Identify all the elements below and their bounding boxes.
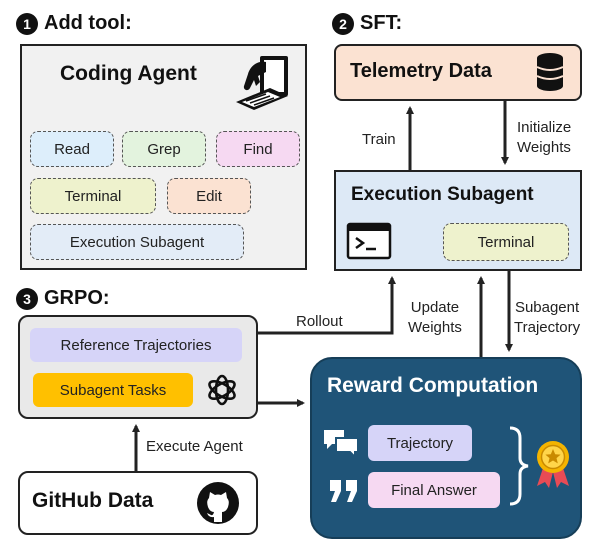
train-label: Train [362,131,396,148]
step2-heading: 2 SFT: [332,12,402,35]
tool-find: Find [216,131,300,167]
initialize-weights-label: Initialize Weights [517,119,572,156]
execution-subagent-title: Execution Subagent [351,184,534,205]
final-answer-chip: Final Answer [368,472,500,508]
coding-agent-title: Coding Agent [60,62,197,85]
step1-heading: 1 Add tool: [16,12,132,35]
step1-number: 1 [16,12,38,35]
step2-title: SFT: [360,12,403,34]
execute-agent-label: Execute Agent [146,438,243,455]
step1-title: Add tool: [44,12,132,34]
tool-grep: Grep [122,131,206,167]
subagent-terminal-chip: Terminal [443,223,569,261]
step3-heading: 3 GRPO: [16,287,110,310]
subagent-tasks-chip: Subagent Tasks [33,373,193,407]
subagent-trajectory-label: Subagent Trajectory [514,299,581,336]
github-data-title: GitHub Data [32,489,154,512]
terminal-window-icon [346,222,392,260]
telemetry-title: Telemetry Data [350,60,492,82]
tool-execution-subagent: Execution Subagent [30,224,244,260]
reward-computation-title: Reward Computation [327,374,539,397]
update-weights-label: Update Weights [408,299,462,336]
hand-on-laptop-icon [230,52,294,114]
step3-title: GRPO: [44,287,110,309]
tool-terminal: Terminal [30,178,156,214]
quote-icon [328,478,360,504]
rollout-label: Rollout [296,313,343,330]
github-logo-icon [196,481,240,525]
github-data-box [18,471,258,535]
database-icon [536,52,564,92]
tool-read: Read [30,131,114,167]
step3-number: 3 [16,287,38,310]
medal-icon [534,440,572,488]
trajectory-chip: Trajectory [368,425,472,461]
step2-number: 2 [332,12,354,35]
reference-trajectories-chip: Reference Trajectories [30,328,242,362]
chat-bubbles-icon [322,428,360,460]
openai-logo-icon [204,372,240,408]
tool-edit: Edit [167,178,251,214]
